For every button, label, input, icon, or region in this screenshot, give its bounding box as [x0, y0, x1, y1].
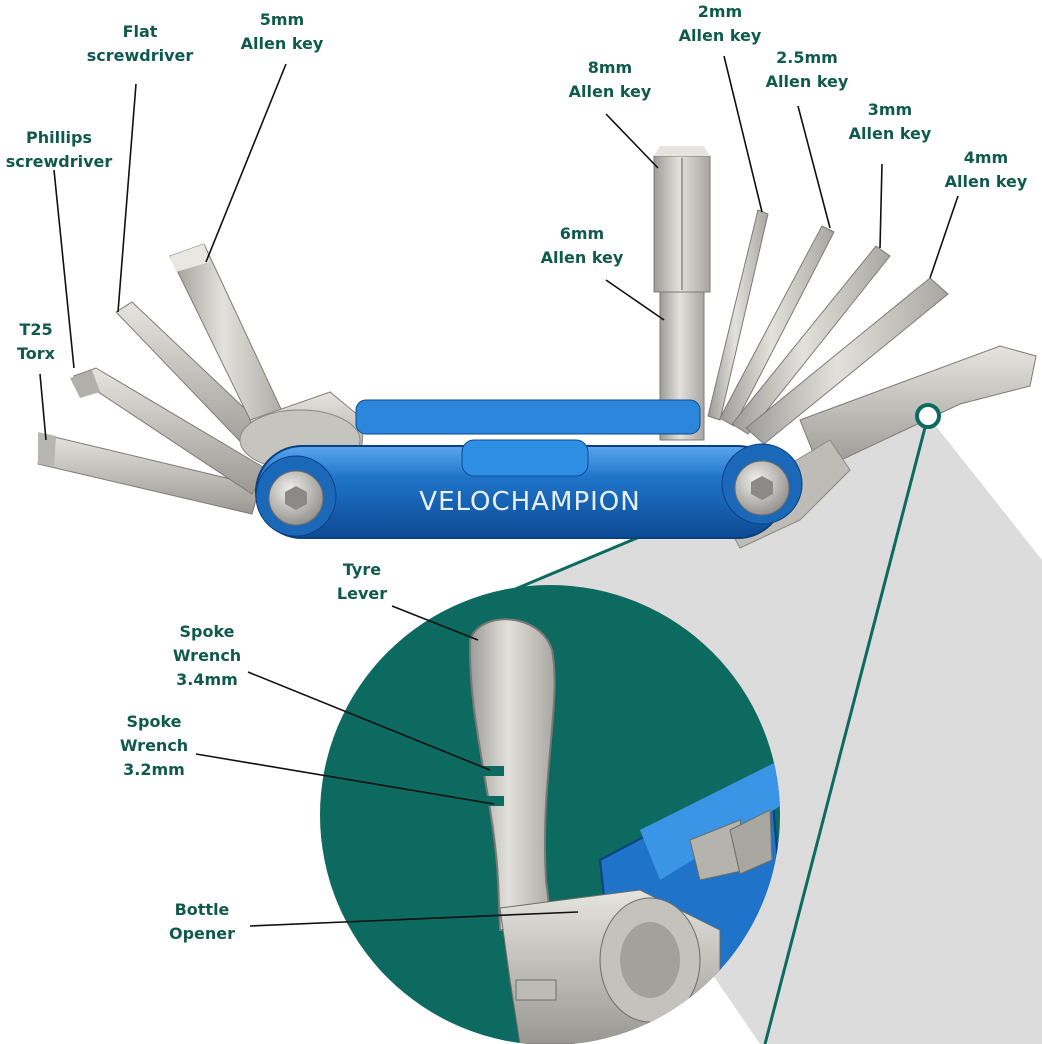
label-spoke34-line2: Wrench [172, 646, 242, 665]
label-spoke-wrench-3-4mm: Spoke Wrench 3.4mm [166, 620, 248, 692]
leader-spoke32 [195, 753, 495, 805]
label-allen6-line2: Allen key [540, 248, 624, 267]
leader-flat [117, 83, 137, 313]
label-allen4-line2: Allen key [944, 172, 1028, 191]
label-allen2-line1: 2mm [697, 2, 743, 21]
torx-bit [37, 432, 261, 515]
label-t25-line1: T25 [19, 320, 53, 339]
leader-allen3 [879, 163, 883, 249]
leader-lines [39, 55, 959, 927]
label-bottle-opener: Bottle Opener [160, 898, 244, 946]
label-allen8-line2: Allen key [568, 82, 652, 101]
label-allen4-line1: 4mm [963, 148, 1009, 167]
label-allen25-line1: 2.5mm [776, 48, 838, 67]
label-allen25-line2: Allen key [765, 72, 849, 91]
label-bottle-line1: Bottle [174, 900, 230, 919]
label-allen-3mm: 3mm Allen key [838, 98, 942, 146]
label-spoke32-line2: Wrench [119, 736, 189, 755]
leader-allen8 [605, 113, 659, 169]
label-allen3-line2: Allen key [848, 124, 932, 143]
label-bottle-line2: Opener [168, 924, 236, 943]
leader-allen25 [797, 105, 831, 229]
label-allen5-line2: Allen key [240, 34, 324, 53]
label-allen-4mm: 4mm Allen key [934, 146, 1038, 194]
label-t25-line2: Torx [17, 344, 55, 363]
zoom-origin-marker [915, 403, 941, 429]
label-allen2-line2: Allen key [678, 26, 762, 45]
label-phillips-line1: Phillips [25, 128, 93, 147]
label-allen-8mm: 8mm Allen key [558, 56, 662, 104]
label-tyre-line2: Lever [336, 584, 388, 603]
leader-t25 [39, 373, 47, 441]
leader-phillips [53, 169, 75, 369]
label-spoke34-line3: 3.4mm [176, 670, 238, 689]
brand-logo: VELOCHAMPION [419, 487, 640, 517]
right-bolt [734, 460, 790, 516]
label-spoke34-line1: Spoke [179, 622, 235, 641]
allen-6mm-8mm-key [653, 146, 711, 441]
label-phillips-screwdriver: Phillips screwdriver [0, 126, 118, 174]
label-allen5-line1: 5mm [259, 10, 305, 29]
label-allen-2mm: 2mm Allen key [668, 0, 772, 48]
zoom-cone-edge-right [763, 415, 930, 1044]
leader-allen6 [605, 279, 665, 321]
label-tyre-lever: Tyre Lever [326, 558, 398, 606]
label-flat-line1: Flat [122, 22, 158, 41]
leader-bottle [249, 911, 579, 927]
allen-2-5mm-key [719, 225, 835, 427]
leader-tyre-lever [391, 605, 479, 641]
label-spoke-wrench-3-2mm: Spoke Wrench 3.2mm [112, 710, 196, 782]
label-allen-2-5mm: 2.5mm Allen key [754, 46, 860, 94]
allen-3mm-key [731, 245, 891, 435]
label-flat-line2: screwdriver [86, 46, 194, 65]
label-allen-5mm: 5mm Allen key [232, 8, 332, 56]
label-allen8-line1: 8mm [587, 58, 633, 77]
label-spoke32-line1: Spoke [126, 712, 182, 731]
label-flat-screwdriver: Flat screwdriver [80, 20, 200, 68]
left-bolt [268, 470, 324, 526]
label-allen3-line1: 3mm [867, 100, 913, 119]
label-allen6-line1: 6mm [559, 224, 605, 243]
leader-allen2 [723, 55, 763, 213]
leader-allen4 [929, 195, 959, 279]
allen-2mm-key [707, 209, 769, 421]
label-t25-torx: T25 Torx [6, 318, 66, 366]
label-tyre-line1: Tyre [342, 560, 382, 579]
label-phillips-line2: screwdriver [5, 152, 113, 171]
label-spoke32-line3: 3.2mm [123, 760, 185, 779]
zoom-circle-contents [468, 618, 780, 1044]
leader-spoke34 [247, 671, 491, 771]
leader-allen5 [205, 63, 287, 263]
label-allen-6mm: 6mm Allen key [530, 222, 634, 270]
